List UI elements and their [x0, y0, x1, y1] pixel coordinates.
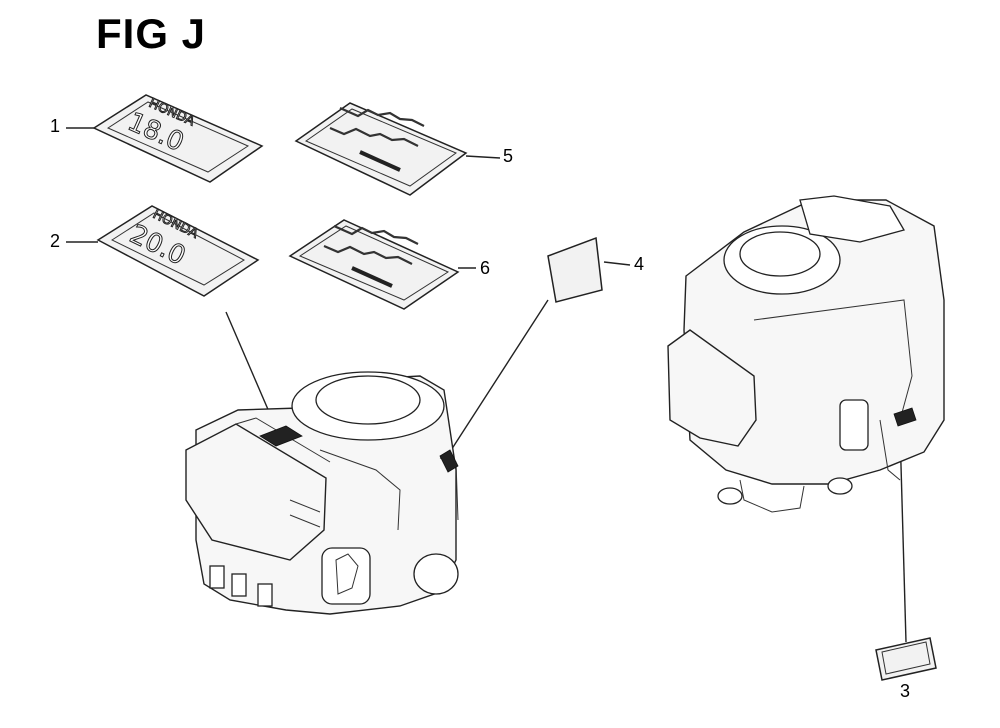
decal-5-brand-plate: [294, 102, 468, 196]
engine-right: [667, 195, 945, 513]
callout-4: 4: [634, 254, 645, 274]
figure-title: FIG J: [96, 10, 207, 57]
decal-2-20hp: HONDA 20.0: [96, 205, 260, 297]
leader-lines: [66, 127, 907, 643]
decal-6-brand-plate: [288, 219, 460, 310]
decal-4-square: [547, 236, 603, 303]
callout-3: 3: [900, 681, 911, 701]
decal-3-strip: [875, 637, 937, 681]
engine-left: [185, 371, 459, 615]
callout-5: 5: [503, 146, 514, 166]
callout-1: 1: [50, 116, 61, 136]
callout-6: 6: [480, 258, 491, 278]
callout-2: 2: [50, 231, 61, 251]
decal-1-18hp: HONDA 18.0: [92, 94, 264, 183]
